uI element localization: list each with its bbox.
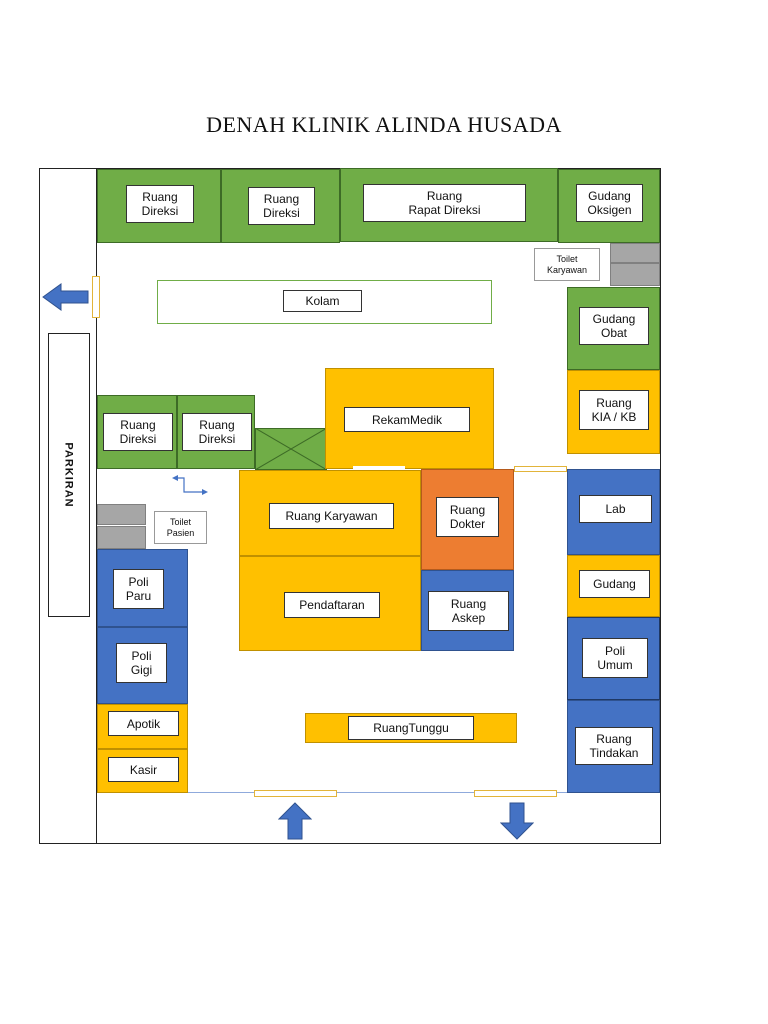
room-direksi-4-label: Ruang Direksi bbox=[182, 413, 252, 451]
room-rekam-medik-label: RekamMedik bbox=[344, 407, 470, 432]
room-poli-paru-label: Poli Paru bbox=[113, 569, 164, 609]
waiting-area-label: RuangTunggu bbox=[348, 716, 474, 740]
room-gudang-oksigen-label: Gudang Oksigen bbox=[576, 184, 643, 222]
room-direksi-1-label: Ruang Direksi bbox=[126, 185, 194, 223]
exit-door bbox=[474, 790, 557, 797]
room-askep-label: Ruang Askep bbox=[428, 591, 509, 631]
room-poli-umum-label: Poli Umum bbox=[582, 638, 648, 678]
room-direksi-3-label: Ruang Direksi bbox=[103, 413, 173, 451]
toilet-karyawan-label: Toilet Karyawan bbox=[534, 248, 600, 281]
room-direksi-2-label: Ruang Direksi bbox=[248, 187, 315, 225]
room-apotik-label: Apotik bbox=[108, 711, 179, 736]
parking-label: PARKIRAN bbox=[63, 442, 75, 508]
room-karyawan-label: Ruang Karyawan bbox=[269, 503, 394, 529]
toilet-karyawan-stall-2 bbox=[610, 263, 660, 286]
page-title: DENAH KLINIK ALINDA HUSADA bbox=[206, 112, 562, 137]
exit-left-arrow-icon bbox=[42, 283, 89, 311]
toilet-pasien-stall-1 bbox=[97, 504, 146, 525]
room-dokter-label: Ruang Dokter bbox=[436, 497, 499, 537]
room-gudang-label: Gudang bbox=[579, 570, 650, 598]
toilet-karyawan-stall-1 bbox=[610, 243, 660, 263]
room-kia-kb-label: Ruang KIA / KB bbox=[579, 390, 649, 430]
toilet-pasien-stall-2 bbox=[97, 526, 146, 549]
parking-inner bbox=[48, 333, 90, 617]
room-rapat-direksi-label: Ruang Rapat Direksi bbox=[363, 184, 526, 222]
room-pendaftaran-label: Pendaftaran bbox=[284, 592, 380, 618]
direction-arrow-icon bbox=[172, 475, 208, 495]
room-poli-gigi-label: Poli Gigi bbox=[116, 643, 167, 683]
entrance-door bbox=[254, 790, 337, 797]
door-dokter bbox=[514, 466, 567, 472]
side-door bbox=[92, 276, 100, 318]
room-lab-label: Lab bbox=[579, 495, 652, 523]
exit-down-arrow-icon bbox=[500, 802, 534, 840]
toilet-pasien-label: Toilet Pasien bbox=[154, 511, 207, 544]
front-wall bbox=[188, 792, 567, 793]
pond-label: Kolam bbox=[283, 290, 362, 312]
room-kasir-label: Kasir bbox=[108, 757, 179, 782]
void-crossed-box bbox=[255, 428, 327, 470]
room-gudang-obat-label: Gudang Obat bbox=[579, 307, 649, 345]
room-tindakan-label: Ruang Tindakan bbox=[575, 727, 653, 765]
entrance-up-arrow-icon bbox=[278, 802, 312, 840]
